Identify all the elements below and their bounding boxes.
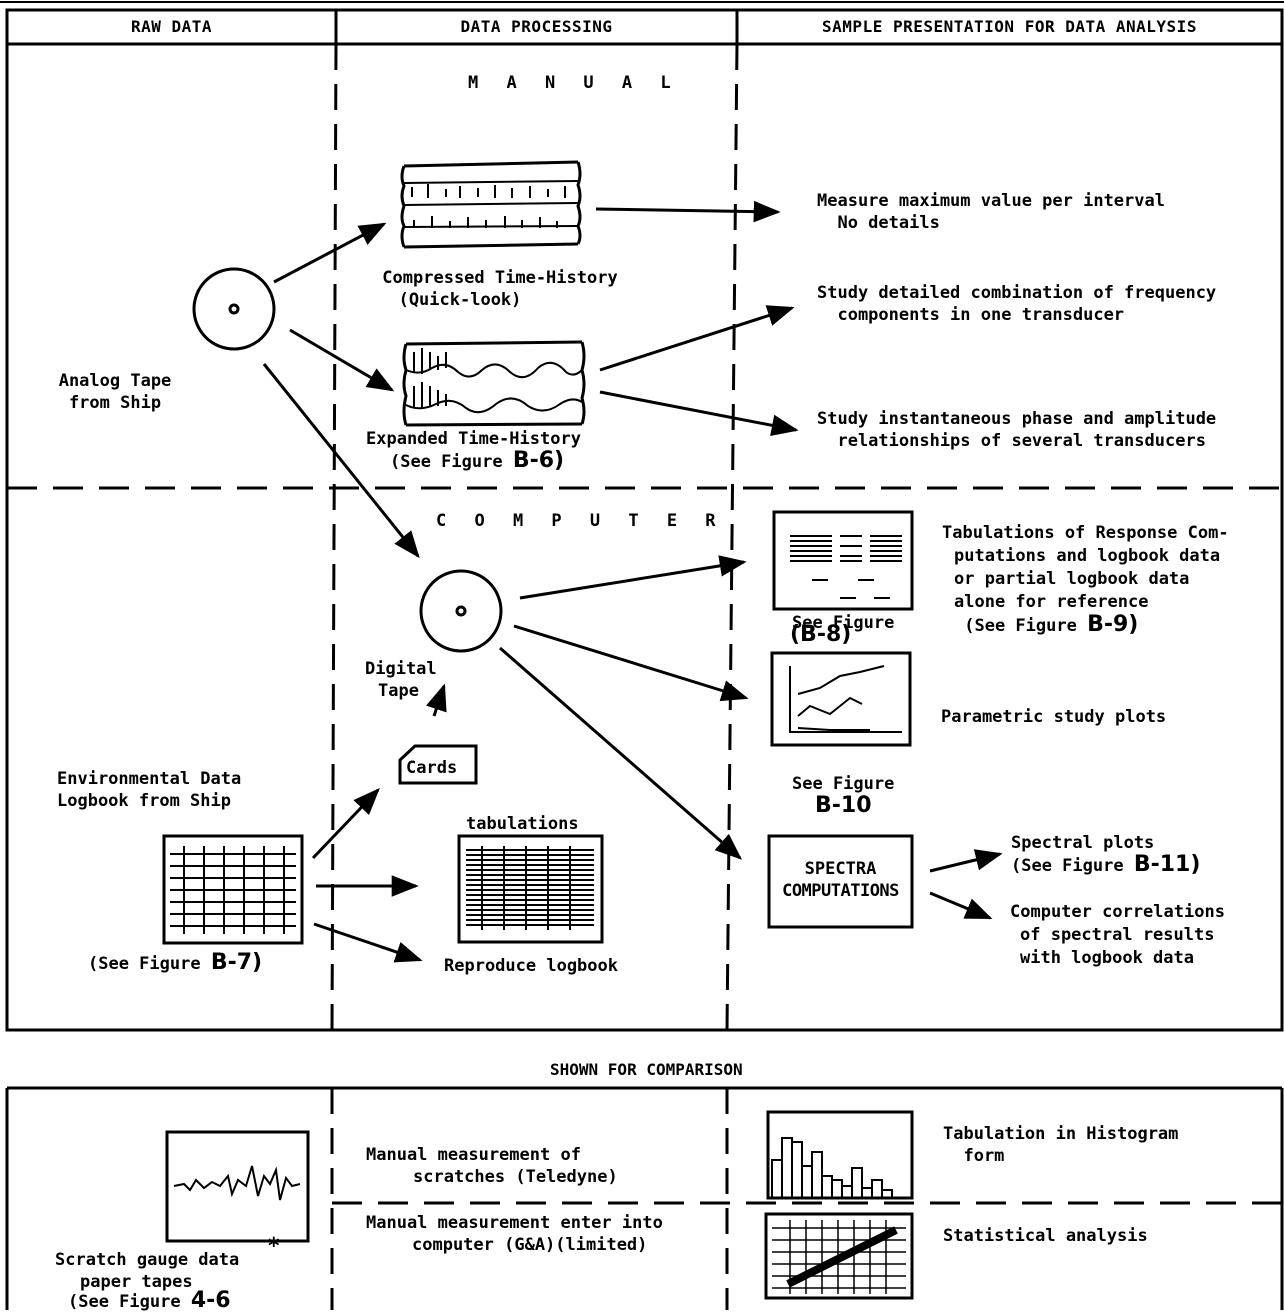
cards-shape [398,744,478,785]
spectral-plots-label: Spectral plots [1011,833,1155,853]
comparison-title: SHOWN FOR COMPARISON [550,1060,743,1079]
statistical-trend [786,1226,898,1288]
study-detailed-1: Study detailed combination of frequency [817,283,1217,303]
scratch-label-2: paper tapes [80,1272,193,1292]
statistical-grid-frame [764,1212,914,1300]
see-fig-b11-text: (See Figure [1011,856,1134,876]
expanded-label-1: Expanded Time-History [366,429,581,449]
study-detailed-2: components in one transducer [817,305,1125,325]
column-divider-1 [330,43,338,1031]
spectra-box-frame [767,834,914,929]
scratch-see-figure: (See Figure [68,1292,191,1312]
column-divider-2 [725,43,739,1031]
header-data-processing: DATA PROCESSING [460,17,613,36]
fig-b7: B-7) [210,950,263,975]
histogram-label-1: Tabulation in Histogram [943,1124,1179,1144]
manual-meas-1: Manual measurement of [366,1145,581,1165]
env-data-label-1: Environmental Data [57,769,242,789]
spectra-label-1: SPECTRA [804,859,877,879]
statistical-grid-lines [772,1220,906,1294]
compressed-label-1: Compressed Time-History [382,268,618,288]
fig-b10: B-10 [815,793,872,818]
analog-tape-reel [192,267,276,351]
tabulations-text-2: putations and logbook data [954,546,1221,566]
measure-max-2: No details [817,213,940,233]
see-figure-b8-label: See Figure [792,613,895,633]
expanded-see-figure: (See Figure [390,452,513,472]
parametric-plot-lines [789,665,902,733]
see-fig-b7-text: (See Figure [88,954,211,974]
analog-tape-label-2: from Ship [68,393,162,413]
flow-arrows [262,200,1003,963]
header-raw-data: RAW DATA [130,17,213,36]
measure-max-1: Measure maximum value per interval [817,191,1165,211]
see-fig-b9: (See Figure B-9) [954,614,1138,637]
fig-b9: B-9) [1087,612,1139,637]
compressed-label-2: (Quick-look) [398,290,522,310]
correlations-3: with logbook data [1020,948,1194,968]
tabulations-text-1: Tabulations of Response Com- [942,523,1229,543]
scratch-gauge-trace [173,1165,301,1201]
correlations-2: of spectral results [1020,925,1215,945]
manual-enter-1: Manual measurement enter into [366,1213,663,1233]
digital-tape-reel [419,569,503,653]
logbook-grid-frame [162,834,304,945]
reproduce-logbook-label: Reproduce logbook [444,956,618,976]
digital-tape-label-1: Digital [365,659,437,679]
tabulations-text-4: alone for reference [954,592,1149,612]
compressed-time-history-strip [400,160,582,249]
env-data-label-2: Logbook from Ship [57,791,231,811]
scratch-label-1: Scratch gauge data [55,1250,240,1270]
correlations-1: Computer correlations [1010,902,1225,922]
parametric-plot-frame [770,651,912,747]
fig-b8: (B-8) [790,622,852,647]
analog-tape-label-1: Analog Tape [58,371,172,391]
spectra-label-2: COMPUTATIONS [782,881,899,901]
see-fig-b9-text: (See Figure [954,616,1088,636]
logbook-grid-lines [170,846,296,934]
header-sample-presentation: SAMPLE PRESENTATION FOR DATA ANALYSIS [822,17,1197,36]
study-instant-1: Study instantaneous phase and amplitude [817,409,1217,429]
tabulations-hatching [466,846,594,930]
tabulations-label: tabulations [466,814,579,834]
statistical-label: Statistical analysis [943,1226,1148,1246]
expanded-label-2: (See Figure B-6) [390,450,564,473]
parametric-label: Parametric study plots [941,707,1167,727]
tabulations-text-3: or partial logbook data [954,569,1190,589]
cards-label: Cards [406,758,458,778]
digital-tape-label-2: Tape [378,681,419,701]
scratch-gauge-frame [165,1130,310,1243]
fig-b6: B-6) [512,448,565,473]
scratch-asterisk: * [268,1234,280,1259]
expanded-time-history-strip [402,340,586,427]
fig-b11: B-11) [1133,852,1201,877]
computer-label: C O M P U T E R [436,511,725,531]
histogram-frame [766,1110,914,1200]
histogram-label-2: form [943,1146,1005,1166]
see-figure-b10-label: See Figure [792,774,895,794]
main-frame [5,8,1284,1032]
histogram-bars [771,1137,893,1198]
study-instant-2: relationships of several transducers [817,431,1206,451]
scratch-label-3: (See Figure 4-6 [68,1290,231,1313]
see-fig-b7: (See Figure B-7) [88,952,262,975]
manual-meas-2: scratches (Teledyne) [413,1167,618,1187]
fig-4-6: 4-6 [190,1288,231,1313]
manual-label: M A N U A L [468,73,680,93]
manual-enter-2: computer (G&A)(limited) [412,1235,648,1255]
tabulation-sheet-frame [772,510,914,611]
tabulations-frame [457,834,604,944]
see-fig-b11: (See Figure B-11) [1011,854,1200,877]
tabulation-sheet-lines [790,535,902,599]
